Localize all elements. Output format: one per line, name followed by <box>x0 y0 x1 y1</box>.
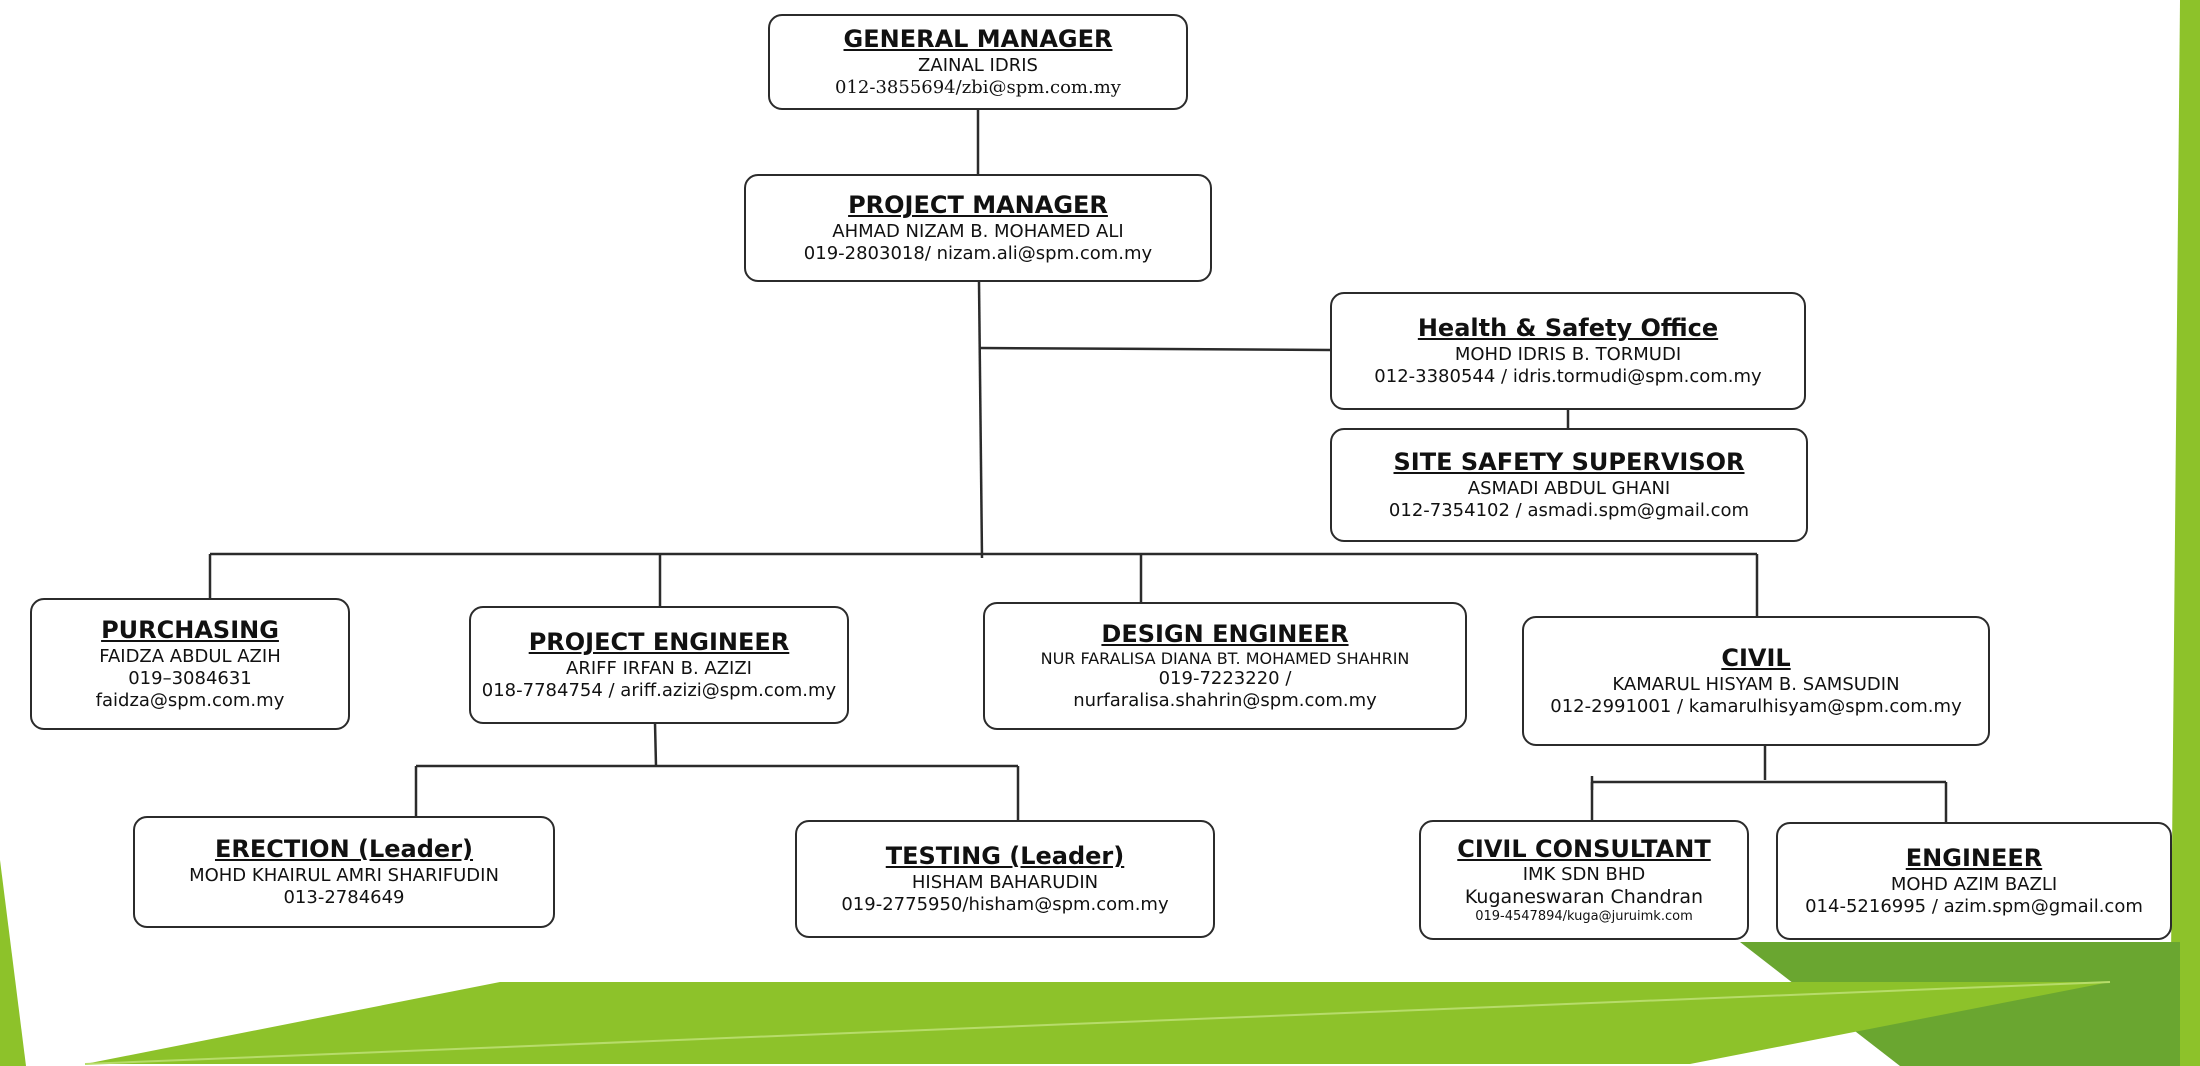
civil-consultant-title: CIVIL CONSULTANT <box>1457 834 1711 863</box>
testing-title: TESTING (Leader) <box>885 842 1125 871</box>
connector-pm-trunk <box>977 281 984 559</box>
civil-name: KAMARUL HISYAM B. SAMSUDIN <box>1612 673 1900 695</box>
design-engineer-email: nurfaralisa.shahrin@spm.com.my <box>1073 690 1377 712</box>
purchasing-title: PURCHASING <box>101 616 279 645</box>
site-safety-box: SITE SAFETY SUPERVISOR ASMADI ABDUL GHAN… <box>1330 428 1808 542</box>
project-manager-contact: 019-2803018/ nizam.ali@spm.com.my <box>803 242 1153 264</box>
site-safety-name: ASMADI ABDUL GHANI <box>1467 477 1671 499</box>
testing-box: TESTING (Leader) HISHAM BAHARUDIN 019-27… <box>795 820 1215 938</box>
erection-title: ERECTION (Leader) <box>214 835 474 864</box>
left-green-band <box>0 860 26 1066</box>
civil-title: CIVIL <box>1721 644 1791 673</box>
engineer-name: MOHD AZIM BAZLI <box>1890 873 2058 895</box>
project-manager-box: PROJECT MANAGER AHMAD NIZAM B. MOHAMED A… <box>744 174 1212 282</box>
site-safety-contact: 012-7354102 / asmadi.spm@gmail.com <box>1388 499 1750 521</box>
project-engineer-contact: 018-7784754 / ariff.azizi@spm.com.my <box>481 679 837 701</box>
design-engineer-name: NUR FARALISA DIANA BT. MOHAMED SHAHRIN <box>1040 648 1410 668</box>
general-manager-name: ZAINAL IDRIS <box>918 54 1038 76</box>
testing-name: HISHAM BAHARUDIN <box>911 871 1099 893</box>
civil-consultant-box: CIVIL CONSULTANT IMK SDN BHD Kuganeswara… <box>1419 820 1749 940</box>
civil-contact: 012-2991001 / kamarulhisyam@spm.com.my <box>1550 695 1962 717</box>
civil-box: CIVIL KAMARUL HISYAM B. SAMSUDIN 012-299… <box>1522 616 1990 746</box>
engineer-box: ENGINEER MOHD AZIM BAZLI 014-5216995 / a… <box>1776 822 2172 940</box>
health-safety-title: Health & Safety Office <box>1417 314 1719 343</box>
general-manager-title: GENERAL MANAGER <box>843 25 1113 54</box>
erection-name: MOHD KHAIRUL AMRI SHARIFUDIN <box>189 864 499 886</box>
purchasing-phone: 019–3084631 <box>128 667 252 689</box>
design-engineer-phone: 019-7223220 / <box>1158 668 1292 690</box>
erection-phone: 013-2784649 <box>283 886 405 908</box>
health-safety-name: MOHD IDRIS B. TORMUDI <box>1454 343 1682 365</box>
health-safety-contact: 012-3380544 / idris.tormudi@spm.com.my <box>1374 365 1762 387</box>
project-manager-title: PROJECT MANAGER <box>848 191 1108 220</box>
general-manager-contact: 012-3855694/zbi@spm.com.my <box>835 76 1121 98</box>
project-manager-name: AHMAD NIZAM B. MOHAMED ALI <box>832 220 1124 242</box>
health-safety-box: Health & Safety Office MOHD IDRIS B. TOR… <box>1330 292 1806 410</box>
design-engineer-box: DESIGN ENGINEER NUR FARALISA DIANA BT. M… <box>983 602 1467 730</box>
purchasing-box: PURCHASING FAIDZA ABDUL AZIH 019–3084631… <box>30 598 350 730</box>
right-green-band <box>2170 0 2200 1066</box>
project-engineer-name: ARIFF IRFAN B. AZIZI <box>566 657 752 679</box>
project-engineer-box: PROJECT ENGINEER ARIFF IRFAN B. AZIZI 01… <box>469 606 849 724</box>
site-safety-title: SITE SAFETY SUPERVISOR <box>1393 448 1745 477</box>
purchasing-email: faidza@spm.com.my <box>95 689 285 711</box>
civil-consultant-company: IMK SDN BHD <box>1522 864 1646 886</box>
design-engineer-title: DESIGN ENGINEER <box>1101 619 1349 648</box>
bottom-wedge-edge <box>84 981 2111 1065</box>
engineer-title: ENGINEER <box>1905 844 2043 873</box>
testing-contact: 019-2775950/hisham@spm.com.my <box>841 893 1169 915</box>
civil-consultant-name: Kuganeswaran Chandran <box>1464 886 1704 909</box>
engineer-contact: 014-5216995 / azim.spm@gmail.com <box>1805 895 2143 917</box>
civil-consultant-contact: 019-4547894/kuga@juruimk.com <box>1475 909 1693 925</box>
general-manager-box: GENERAL MANAGER ZAINAL IDRIS 012-3855694… <box>768 14 1188 110</box>
erection-box: ERECTION (Leader) MOHD KHAIRUL AMRI SHAR… <box>133 816 555 928</box>
connector-pe-down <box>653 722 658 767</box>
connector-trunk-hs <box>979 346 1333 352</box>
project-engineer-title: PROJECT ENGINEER <box>528 628 790 657</box>
purchasing-name: FAIDZA ABDUL AZIH <box>99 645 281 667</box>
